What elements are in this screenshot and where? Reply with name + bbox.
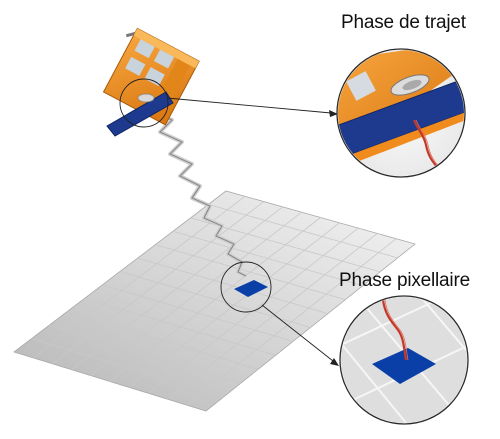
ground-grid-line bbox=[167, 233, 378, 400]
trajectory-phase-label: Phase de trajet bbox=[341, 12, 466, 33]
ground-grid-line bbox=[71, 206, 283, 371]
ground-grid-line bbox=[52, 201, 265, 365]
pixel-zoom-view bbox=[339, 295, 469, 425]
ground-pixel-square bbox=[234, 280, 268, 297]
leader-line-pixel bbox=[261, 304, 334, 362]
zoom-grid-line bbox=[419, 297, 467, 391]
satellite-zoom-marker bbox=[119, 78, 169, 128]
pixel-phase-label: Phase pixellaire bbox=[339, 270, 470, 291]
ground-grid-line bbox=[32, 195, 246, 359]
arrow-head-trajectory bbox=[329, 110, 338, 117]
satellite bbox=[102, 27, 200, 137]
ground-grid-line bbox=[186, 238, 397, 406]
ground-grid-line bbox=[128, 222, 340, 388]
leader-line-trajectory bbox=[166, 97, 332, 114]
ground-grid-line bbox=[90, 211, 302, 376]
trajectory-zoom-view bbox=[336, 48, 466, 178]
zoom-grid-line bbox=[341, 329, 421, 423]
zoom-grid-line bbox=[341, 297, 467, 351]
arrow-head-pixel bbox=[330, 358, 339, 366]
trajectory-line-core bbox=[149, 109, 247, 277]
ground-grid-line bbox=[109, 217, 321, 382]
pixel-zoom-marker bbox=[220, 261, 272, 313]
